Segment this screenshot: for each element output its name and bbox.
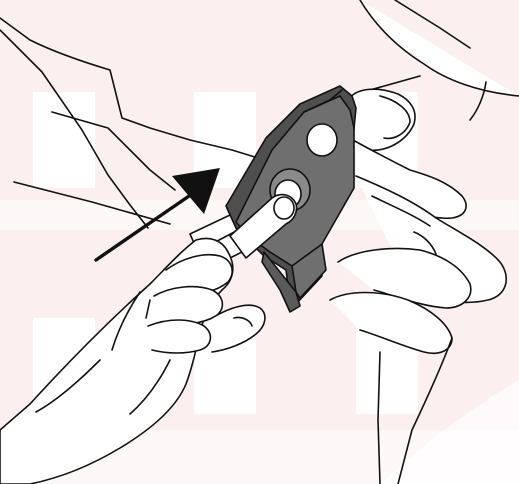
left-hand-finger-3 <box>148 320 210 353</box>
bracket-upper-hole <box>307 124 337 156</box>
tube-end-cap <box>274 197 294 219</box>
watermark-block-1 <box>33 92 95 188</box>
